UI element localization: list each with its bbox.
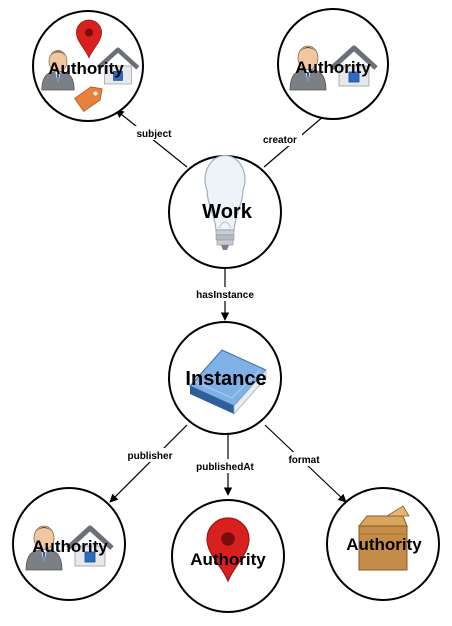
subject-label: subject xyxy=(136,129,172,140)
tag-icon xyxy=(74,86,103,112)
edge-labels: subject creator hasInstance publisher pu… xyxy=(122,126,325,473)
publisher-label: publisher xyxy=(127,451,172,462)
publisher-edge xyxy=(109,424,188,503)
lightbulb-icon xyxy=(204,154,246,250)
creator-authority-node[interactable]: Authority xyxy=(277,8,389,120)
hasinstance-label: hasInstance xyxy=(196,290,254,301)
package-icon xyxy=(357,505,410,571)
instance-node[interactable]: Instance xyxy=(168,321,282,435)
node-label: Authority xyxy=(32,537,108,556)
place-authority-node[interactable]: Authority xyxy=(171,499,285,613)
node-label: Authority xyxy=(295,58,371,77)
node-label: Authority xyxy=(190,550,266,569)
node-label: Authority xyxy=(346,535,422,554)
node-label: Work xyxy=(202,201,253,223)
node-label: Instance xyxy=(185,368,266,390)
subject-authority-node[interactable]: Authority xyxy=(32,10,144,122)
format-authority-node[interactable]: Authority xyxy=(326,487,440,601)
node-label: Authority xyxy=(48,59,124,78)
publishedat-label: publishedAt xyxy=(196,462,254,473)
work-node[interactable]: Work xyxy=(168,154,282,269)
format-label: format xyxy=(288,455,320,466)
publisher-authority-node[interactable]: Authority xyxy=(12,487,126,601)
creator-label: creator xyxy=(263,135,297,146)
book-icon xyxy=(189,349,267,416)
